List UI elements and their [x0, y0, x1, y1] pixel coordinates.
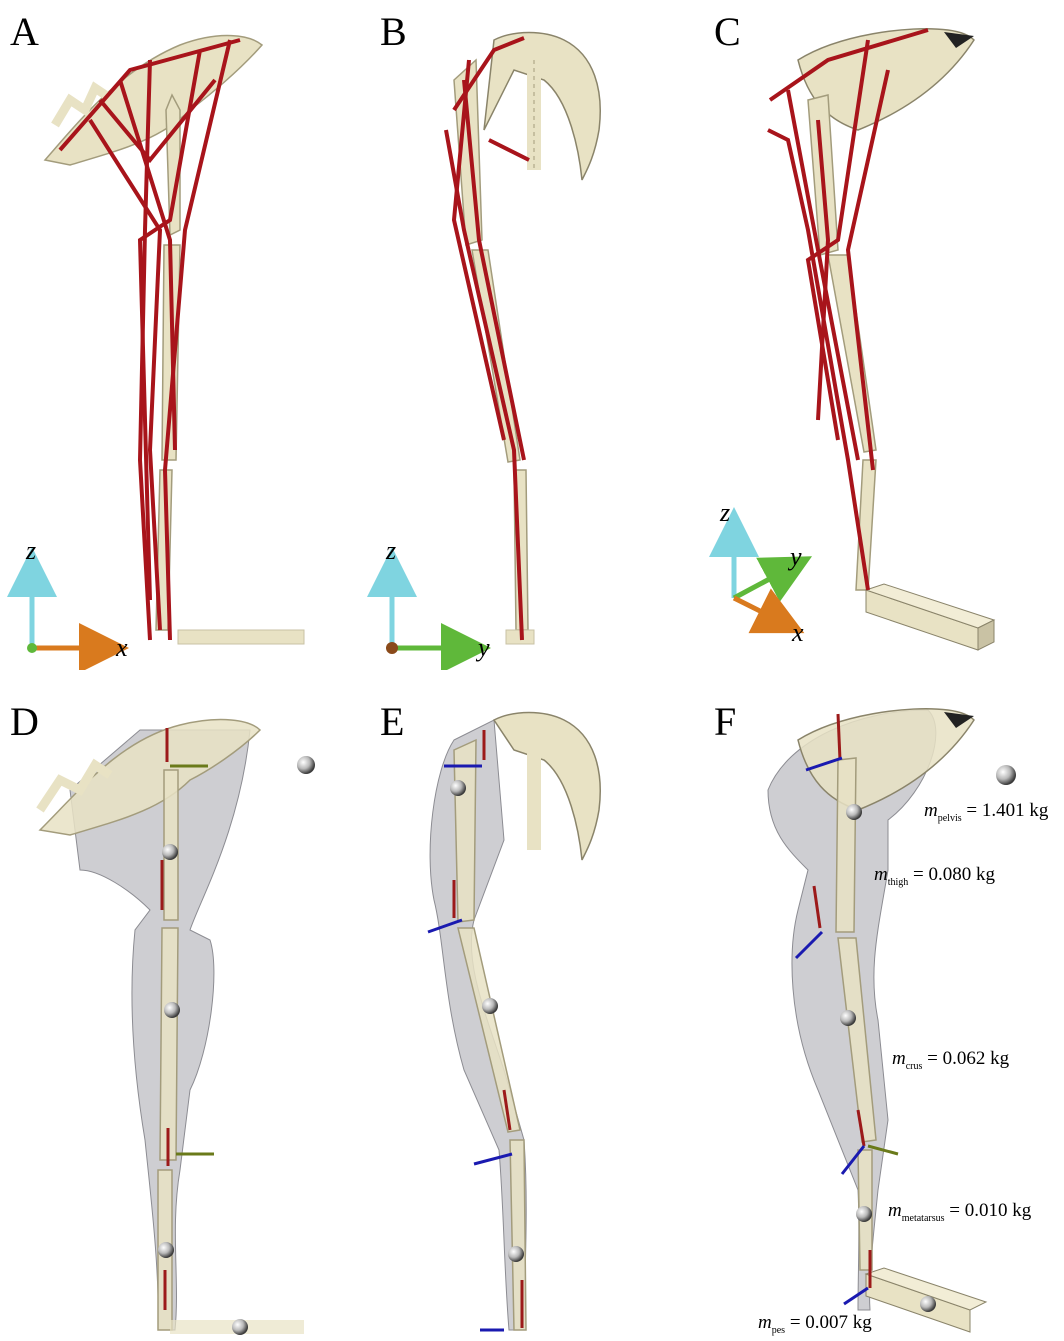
axis-triad-c	[734, 532, 790, 622]
panel-d: D	[0, 670, 354, 1340]
axis-label-z: z	[26, 536, 36, 566]
segment-mass-model-oblique	[708, 670, 1062, 1340]
musculoskeletal-model-lateral	[0, 0, 354, 670]
axis-label-z: z	[720, 498, 730, 528]
panel-b: B z y	[354, 0, 708, 670]
mass-label-pes: mpes = 0.007 kg	[758, 1312, 872, 1336]
panel-a: A z x	[0, 0, 354, 670]
pelvis-bone	[494, 713, 600, 861]
foot-plate	[178, 630, 304, 644]
musculoskeletal-model-frontal	[354, 0, 708, 670]
mass-label-metatarsus: mmetatarsus = 0.010 kg	[888, 1200, 1031, 1224]
axis-label-x: x	[116, 633, 128, 663]
pelvis-bone	[484, 33, 600, 181]
mass-label-crus: mcrus = 0.062 kg	[892, 1048, 1009, 1072]
pelvis-bone	[45, 36, 262, 165]
panel-e: E	[354, 670, 708, 1340]
segment-mass-model-lateral	[0, 670, 354, 1340]
foot-plate	[866, 584, 994, 650]
axis-triad-a	[27, 572, 104, 653]
mass-label-thigh: mthigh = 0.080 kg	[874, 864, 995, 888]
panel-f: F	[708, 670, 1062, 1340]
axis-triad-b	[386, 572, 466, 654]
musculoskeletal-model-oblique	[708, 0, 1062, 670]
panel-c: C z y x	[708, 0, 1062, 670]
axis-label-x: x	[792, 618, 804, 648]
segment-mass-model-frontal	[354, 670, 708, 1340]
axis-label-y: y	[790, 542, 802, 572]
axis-label-y: y	[478, 633, 490, 663]
mass-label-pelvis: mpelvis = 1.401 kg	[924, 800, 1048, 824]
axis-label-z: z	[386, 536, 396, 566]
